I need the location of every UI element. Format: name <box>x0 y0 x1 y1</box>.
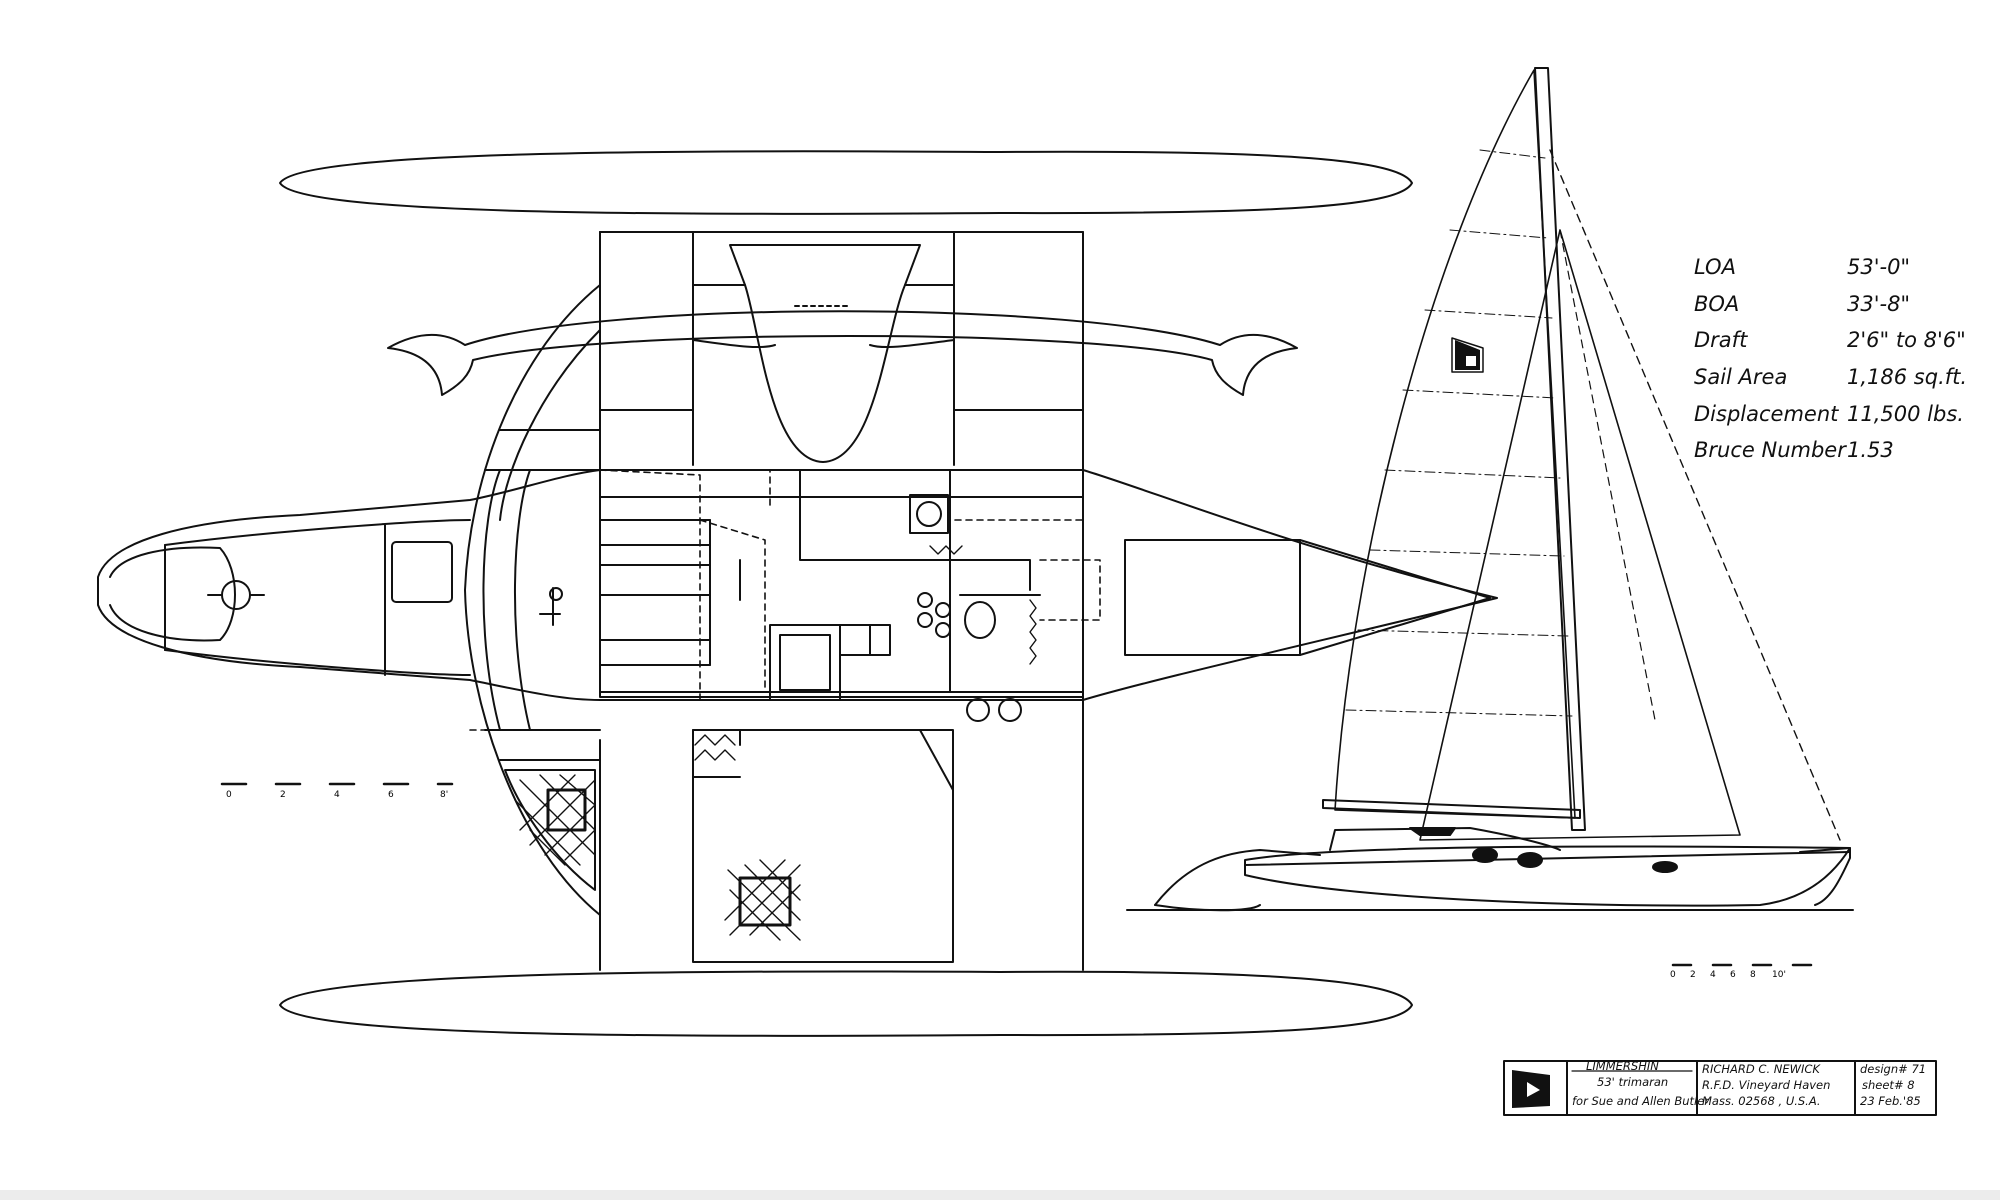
spec-value-3: 1,186 sq.ft. <box>1847 365 1967 389</box>
spec-value-4: 11,500 lbs. <box>1847 402 1964 426</box>
scan-edge <box>0 1190 2000 1200</box>
scale-profile-0: 0 <box>1670 970 1676 980</box>
scale-plan-3: 6 <box>388 790 394 800</box>
drawing-date: 23 Feb.'85 <box>1860 1094 1921 1108</box>
bottom-float <box>279 970 1413 1037</box>
designer-name: RICHARD C. NEWICK <box>1702 1062 1821 1076</box>
cabin-block <box>599 231 1084 698</box>
scale-profile-3: 6 <box>1730 970 1736 980</box>
scale-labels-plan: 0 2 4 6 8' <box>226 790 448 800</box>
scale-profile-4: 8 <box>1750 970 1756 980</box>
design-number: design# 71 <box>1860 1062 1926 1076</box>
spec-table: LOA 53'-0" BOA 33'-8" Draft 2'6" to 8'6"… <box>1694 255 1967 462</box>
wing-deck <box>464 284 601 916</box>
scale-profile-2: 4 <box>1710 970 1716 980</box>
spec-value-5: 1.53 <box>1847 438 1894 462</box>
profile-cabin <box>1329 827 1561 851</box>
spec-value-0: 53'-0" <box>1847 255 1910 279</box>
mainsail <box>1334 69 1576 819</box>
deck-hatch <box>391 541 453 603</box>
scale-plan-2: 4 <box>334 790 340 800</box>
boat-name: LIMMERSHIN <box>1586 1059 1659 1073</box>
designer-address-1: R.F.D. Vineyard Haven <box>1702 1078 1830 1092</box>
spec-label-5: Bruce Number <box>1694 438 1847 462</box>
scale-plan-0: 0 <box>226 790 232 800</box>
spec-label-4: Displacement <box>1694 402 1839 426</box>
sheet-number: sheet# 8 <box>1862 1078 1915 1092</box>
client-name: for Sue and Allen Butler <box>1572 1094 1710 1108</box>
spec-label-2: Draft <box>1694 328 1748 352</box>
designer-address-2: Mass. 02568 , U.S.A. <box>1702 1094 1821 1108</box>
scale-plan-1: 2 <box>280 790 286 800</box>
spec-label-3: Sail Area <box>1694 365 1787 389</box>
boom <box>1322 799 1581 819</box>
profile-view <box>1126 67 1854 967</box>
main-hull <box>97 469 1498 701</box>
top-float <box>279 150 1413 215</box>
title-block <box>1503 1060 1937 1116</box>
scale-profile-5: 10' <box>1772 970 1786 980</box>
scale-labels-profile: 0 2 4 6 8 10' <box>1670 970 1786 980</box>
spec-label-0: LOA <box>1694 255 1736 279</box>
mast <box>1534 67 1586 831</box>
jib <box>1419 229 1741 841</box>
scale-plan-4: 8' <box>440 790 448 800</box>
spec-value-1: 33'-8" <box>1847 292 1910 316</box>
profile-hull <box>1244 845 1851 907</box>
boat-type: 53' trimaran <box>1597 1075 1668 1089</box>
plan-view <box>97 150 1498 1037</box>
spec-value-2: 2'6" to 8'6" <box>1847 328 1966 352</box>
cross-arm <box>387 310 1298 396</box>
spec-label-1: BOA <box>1694 292 1739 316</box>
title-block-text: LIMMERSHIN 53' trimaran for Sue and Alle… <box>1572 1059 1926 1108</box>
scale-profile-1: 2 <box>1690 970 1696 980</box>
lower-cabin <box>692 729 954 963</box>
forward-hatch <box>221 580 251 610</box>
